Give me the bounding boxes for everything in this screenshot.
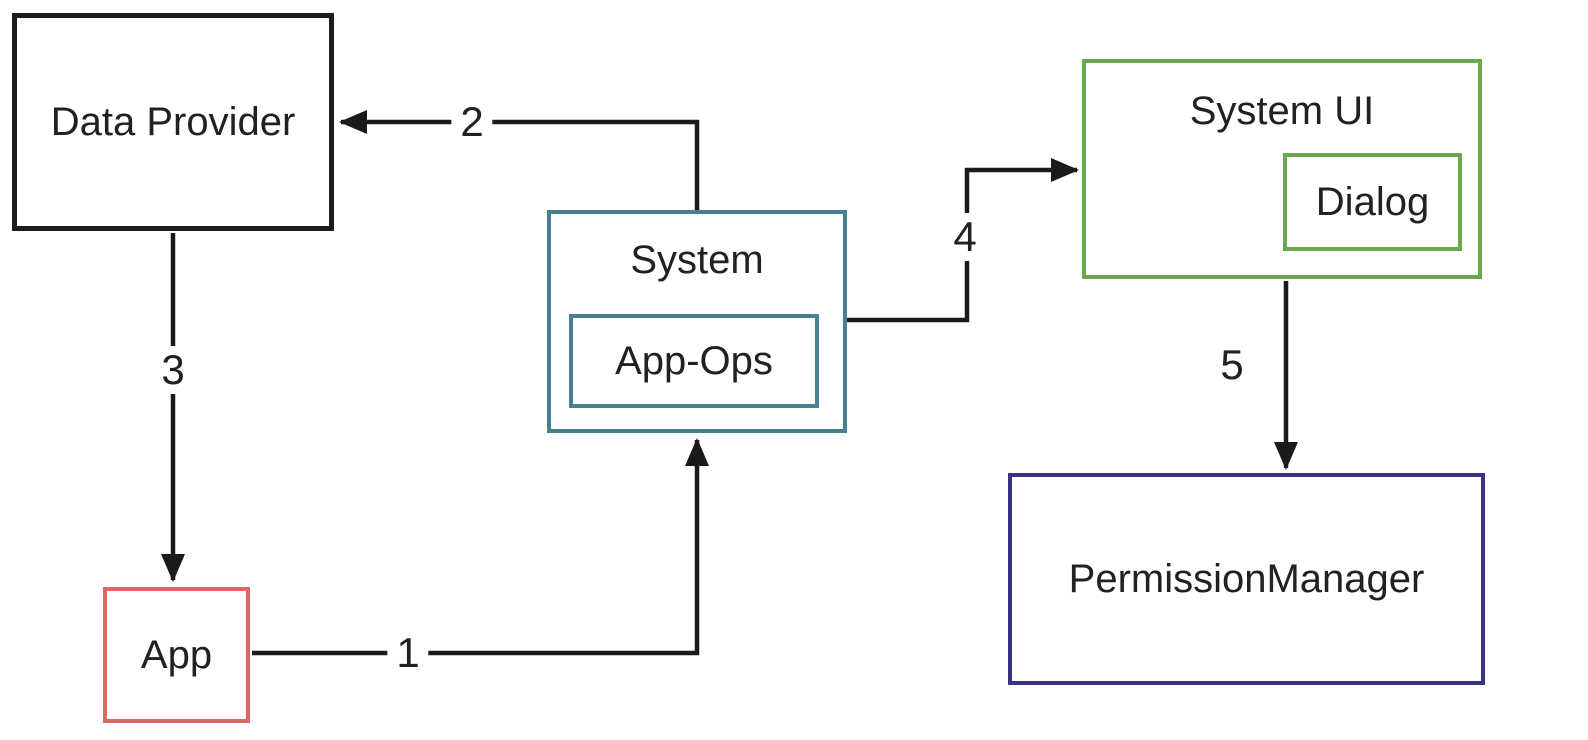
node-app-ops: App-Ops: [569, 314, 819, 408]
arrow-2-label: 2: [451, 98, 493, 146]
node-permission-manager: PermissionManager: [1008, 473, 1485, 685]
node-system-ui: System UI Dialog: [1082, 59, 1482, 279]
arrow-1-label: 1: [387, 629, 429, 677]
node-permission-manager-label: PermissionManager: [1068, 557, 1425, 601]
arrow-2-system-to-data-provider: [339, 110, 700, 212]
node-app-label: App: [140, 633, 213, 677]
node-data-provider: Data Provider: [12, 13, 334, 231]
node-dialog: Dialog: [1283, 153, 1462, 251]
node-app-ops-label: App-Ops: [615, 339, 773, 383]
node-system-ui-label: System UI: [1189, 89, 1375, 133]
node-system: System App-Ops: [547, 210, 847, 433]
node-data-provider-label: Data Provider: [50, 100, 296, 144]
arrow-1-app-to-system: [252, 438, 709, 656]
arrow-5-label: 5: [1211, 341, 1253, 389]
arrow-4-label: 4: [944, 213, 986, 261]
arrow-3-label: 3: [152, 346, 194, 394]
node-app: App: [103, 587, 250, 723]
node-dialog-label: Dialog: [1315, 180, 1430, 224]
node-system-label: System: [630, 238, 764, 282]
